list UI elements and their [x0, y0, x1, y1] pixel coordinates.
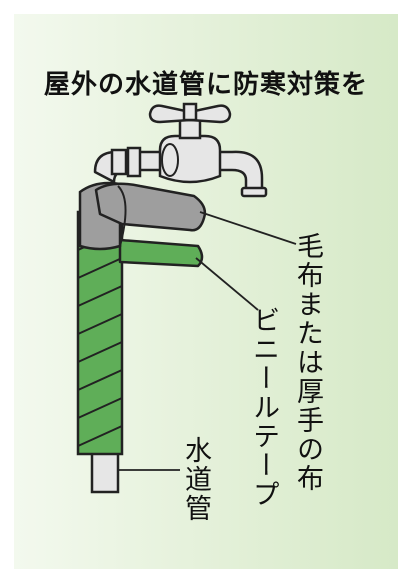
- cloth-wrap: [78, 181, 207, 251]
- pipe-bottom: [90, 448, 120, 494]
- faucet-spout: [240, 186, 268, 198]
- faucet-handle: [148, 102, 232, 124]
- label-tape: ビニールテープ: [248, 306, 279, 509]
- leader-line-cloth: [199, 211, 297, 245]
- vinyl-tape-end: [118, 238, 204, 268]
- label-cloth: 毛布または厚手の布: [292, 232, 323, 493]
- leader-line-tape: [195, 257, 259, 311]
- label-pipe: 水道管: [180, 436, 211, 523]
- diagram-title: 屋外の水道管に防寒対策を: [43, 70, 368, 100]
